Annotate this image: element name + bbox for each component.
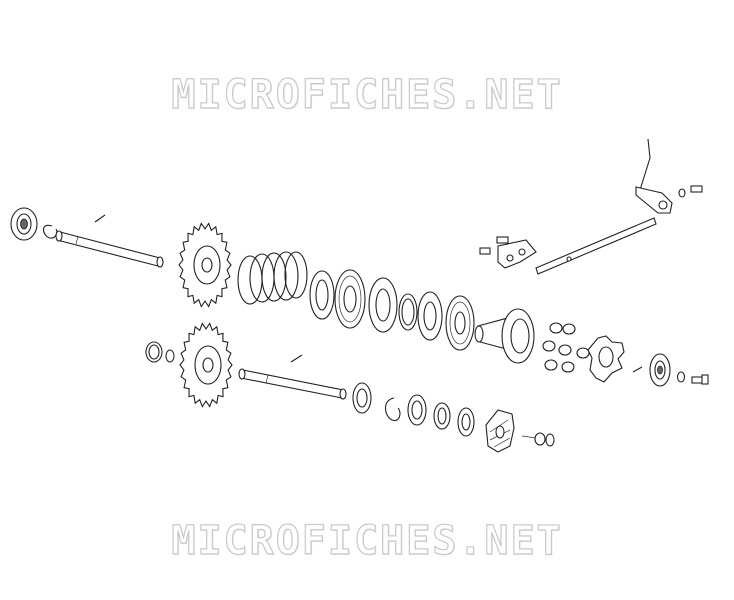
- bolt-bracket: [690, 185, 703, 193]
- coil-spring: [237, 251, 308, 305]
- sprocket-lower: [179, 322, 233, 408]
- circlip-upper: [42, 224, 58, 239]
- thrust-bearing-upper-1: [334, 269, 366, 329]
- pin-right: [632, 366, 643, 373]
- lower-shaft-assembly: [145, 322, 555, 453]
- bolt-right: [691, 374, 709, 385]
- bearing-lower-1: [352, 382, 372, 414]
- washer-bracket: [678, 188, 686, 198]
- washer-upper-2: [368, 277, 398, 333]
- bearing-left-upper: [10, 207, 38, 241]
- bearing-lower-2: [433, 402, 451, 430]
- lever-bracket-assembly: [479, 138, 703, 275]
- bearing-lower-3: [457, 407, 475, 437]
- upper-shaft-assembly: [10, 207, 709, 387]
- sprocket-upper: [178, 222, 232, 308]
- bracket-plate: [497, 239, 537, 269]
- washer-lower-small: [165, 349, 175, 363]
- clutch-bell: [474, 308, 535, 364]
- washer-upper-1: [309, 270, 335, 320]
- thrust-bearing-upper-2: [445, 295, 475, 351]
- washer-upper-3: [417, 291, 443, 341]
- shaft-upper: [55, 230, 164, 268]
- ball-set: [542, 322, 590, 373]
- pin-upper: [94, 214, 106, 223]
- bearing-right: [649, 353, 671, 387]
- seal-lower: [407, 394, 427, 426]
- washer-right: [676, 371, 686, 383]
- impeller: [485, 409, 515, 453]
- screw-bracket-top: [496, 236, 509, 244]
- shaft-lower: [238, 368, 347, 400]
- ramp-plate: [587, 335, 625, 383]
- ring-upper: [398, 293, 418, 331]
- lever-arm: [635, 186, 673, 214]
- circlip-lower: [384, 397, 401, 422]
- needle-bearing-lower: [145, 341, 163, 363]
- lever-rod: [535, 217, 657, 275]
- bolt-bracket-left: [479, 247, 491, 255]
- watermark-bottom: MICROFICHES.NET: [171, 517, 563, 564]
- screw-lower: [521, 432, 555, 447]
- watermark-top: MICROFICHES.NET: [171, 71, 563, 118]
- pin-lower: [290, 354, 303, 363]
